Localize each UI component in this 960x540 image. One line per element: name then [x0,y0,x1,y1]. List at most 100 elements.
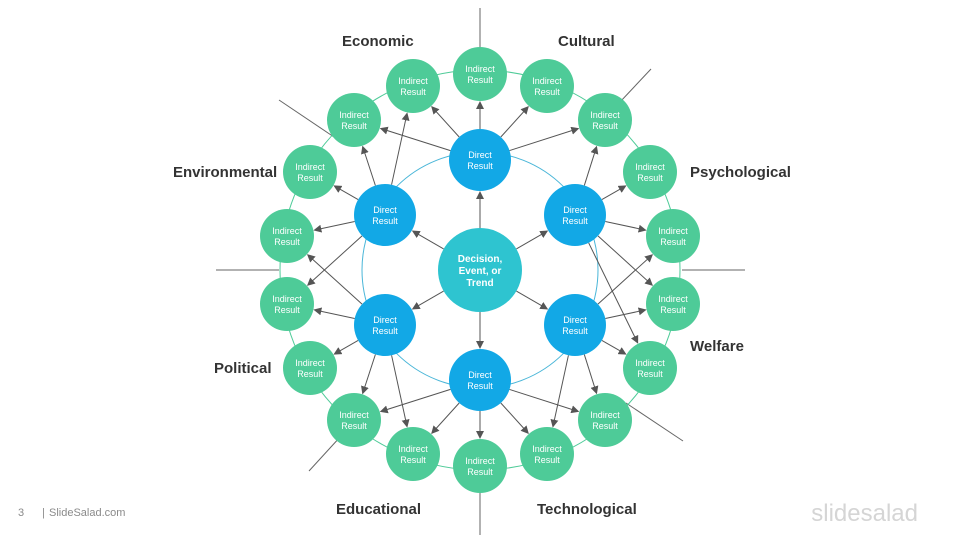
footer-separator: | [42,507,45,519]
indirect-result-node-label: Result [297,369,323,379]
indirect-result-node-label: Indirect [339,110,369,120]
connection-arrow [361,354,376,395]
category-label-environmental: Environmental [173,164,277,181]
connection-arrow [500,402,529,434]
indirect-result-node-label: Result [297,173,323,183]
connection-arrow [601,185,627,201]
category-label-psychological: Psychological [690,164,791,181]
sector-divider-line [619,68,652,103]
connection-arrow [391,112,410,185]
connection-arrow [516,230,549,250]
connection-arrow [605,307,647,319]
connection-arrow [333,339,359,355]
indirect-result-node-label: Result [592,121,618,131]
direct-result-node-circle [449,129,511,191]
connection-arrow [516,290,549,310]
connection-arrow [509,388,580,414]
indirect-result-node-label: Indirect [398,444,428,454]
connection-arrow [411,230,444,250]
direct-result-node-circle [449,349,511,411]
indirect-result-node-circle [646,209,700,263]
connection-arrow [597,235,654,286]
indirect-result-node-label: Result [467,467,493,477]
indirect-result-node-label: Indirect [532,444,562,454]
indirect-result-node-circle [520,59,574,113]
indirect-result-node-circle [386,59,440,113]
indirect-result-node-circle [453,439,507,493]
direct-result-node-label: Result [467,161,493,171]
indirect-result-node-circle [327,93,381,147]
category-label-political: Political [214,360,272,377]
indirect-result-node-circle [386,427,440,481]
connection-arrow [500,106,529,138]
direct-result-node-label: Direct [373,205,397,215]
indirect-result-node-label: Indirect [658,294,688,304]
indirect-result-node-label: Result [592,421,618,431]
page-number: 3 [18,507,25,519]
connection-arrow [601,339,627,355]
indirect-result-node-label: Result [660,305,686,315]
indirect-result-node-circle [578,93,632,147]
indirect-result-node-circle [260,277,314,331]
indirect-result-node-label: Result [341,421,367,431]
connection-arrow [306,254,363,305]
indirect-result-node-circle [578,393,632,447]
category-label-educational: Educational [336,501,421,518]
direct-result-node-label: Result [562,326,588,336]
connection-arrows [306,101,654,439]
direct-result-node-label: Direct [563,315,587,325]
indirect-result-node-label: Indirect [532,76,562,86]
indirect-result-node-label: Result [660,237,686,247]
indirect-result-node-label: Indirect [295,358,325,368]
indirect-result-node-circle [283,341,337,395]
indirect-result-node-label: Indirect [635,162,665,172]
indirect-result-node-circle [520,427,574,481]
indirect-result-node-circle [623,145,677,199]
category-label-economic: Economic [342,33,414,50]
direct-result-node-label: Direct [468,150,492,160]
connection-arrow [333,185,359,201]
indirect-result-node-label: Result [534,87,560,97]
indirect-result-node-circle [646,277,700,331]
direct-result-node-circle [354,184,416,246]
connection-arrow [306,235,363,286]
indirect-result-node-circle [260,209,314,263]
connection-arrow [391,355,410,428]
indirect-result-node-label: Indirect [590,410,620,420]
footer-site-link[interactable]: SlideSalad.com [49,507,126,519]
connection-arrow [313,307,355,319]
direct-result-node-circle [354,294,416,356]
indirect-result-node-label: Result [534,455,560,465]
direct-result-node-label: Direct [373,315,397,325]
indirect-result-node-label: Indirect [658,226,688,236]
connection-arrow [588,242,639,344]
connection-arrow [379,126,451,152]
direct-result-node-label: Result [372,326,398,336]
direct-result-node-circle [544,184,606,246]
connection-arrow [411,290,444,310]
category-label-welfare: Welfare [690,338,744,355]
connection-arrow [583,145,599,186]
direct-result-node-label: Direct [468,370,492,380]
direct-result-node-label: Result [562,216,588,226]
